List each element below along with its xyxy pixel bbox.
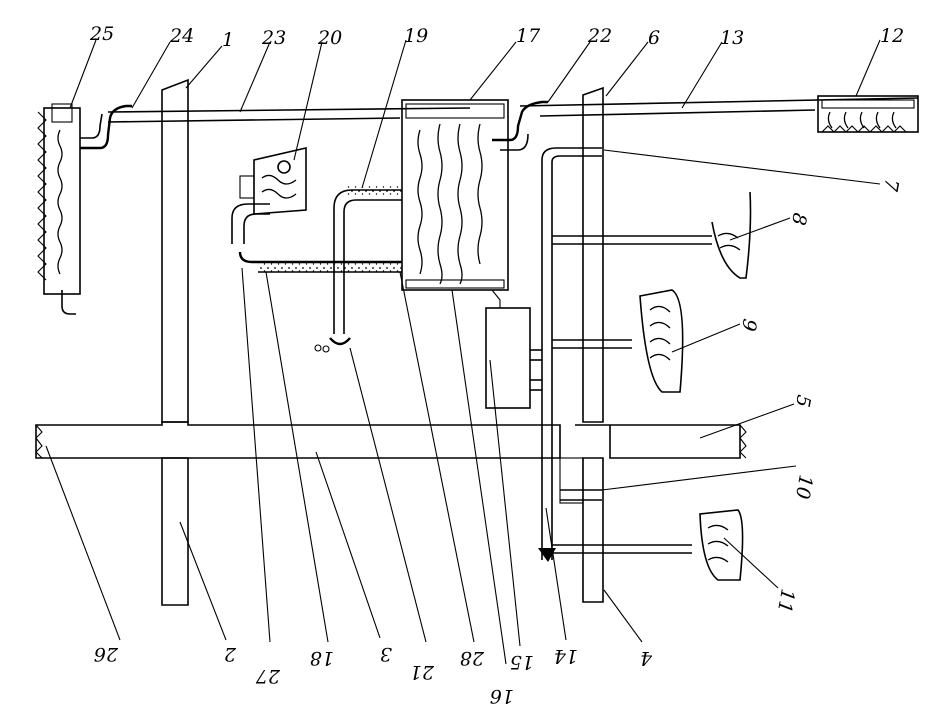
label-15: 15 [510, 651, 534, 673]
tank-17 [401, 99, 509, 291]
label-27: 27 [255, 665, 281, 687]
label-3: 3 [380, 643, 392, 665]
branch-11 [552, 509, 744, 581]
label-23: 23 [261, 27, 286, 49]
label-20: 20 [317, 27, 342, 49]
label-2: 2 [224, 643, 237, 665]
label-7: 7 [879, 177, 903, 194]
label-28: 28 [460, 647, 485, 669]
label-18: 18 [310, 647, 334, 669]
pipe-18 [231, 203, 402, 273]
box-15 [485, 289, 531, 409]
branch-8 [552, 191, 752, 279]
label-17: 17 [516, 25, 541, 47]
floor-slab [35, 421, 747, 459]
label-14: 14 [554, 645, 578, 667]
label-12: 12 [880, 25, 904, 47]
label-25: 25 [89, 23, 114, 45]
label-5: 5 [791, 393, 815, 409]
label-16: 16 [490, 685, 514, 707]
label-9: 9 [737, 317, 761, 333]
label-26: 26 [94, 643, 119, 665]
heater-20 [239, 146, 307, 215]
label-13: 13 [720, 27, 744, 49]
label-6: 6 [648, 27, 660, 49]
label-4: 4 [640, 647, 653, 669]
collector-12 [817, 95, 919, 133]
label-24: 24 [169, 25, 194, 47]
branch-10 [560, 489, 602, 501]
leader-lines [45, 39, 881, 665]
label-1: 1 [222, 29, 234, 51]
wall-right [559, 86, 604, 603]
branch-9 [552, 289, 684, 393]
label-21: 21 [410, 661, 435, 683]
riser-14 [530, 147, 602, 562]
pipe-13 [519, 97, 919, 117]
wall-left [161, 78, 189, 606]
pipe-bend-24 [80, 104, 132, 150]
label-11: 11 [773, 587, 799, 615]
label-10: 10 [791, 473, 817, 501]
label-19: 19 [404, 25, 428, 47]
pipe-bend-22 [492, 100, 548, 142]
valve-21 [314, 280, 351, 353]
collector-25 [37, 103, 81, 315]
label-8-right: 8 [787, 211, 811, 227]
pipe-23 [107, 107, 471, 123]
pipe-19 [333, 186, 402, 280]
label-22: 22 [587, 25, 612, 47]
